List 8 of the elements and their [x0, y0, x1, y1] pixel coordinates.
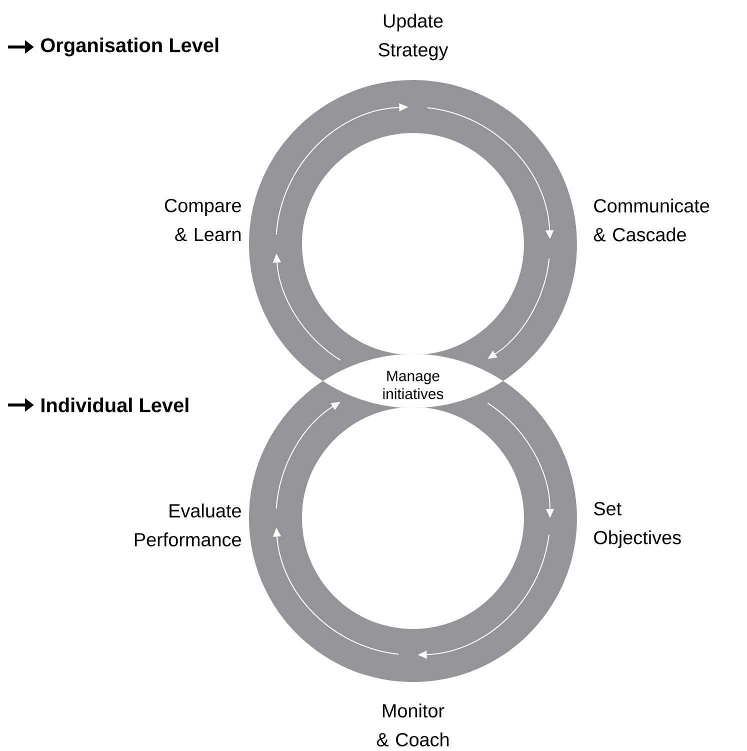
step-label: Compare & Learn — [164, 198, 241, 242]
step-label: Set Objectives — [594, 502, 681, 548]
level-label: Individual Level — [42, 398, 188, 412]
step-label: Update Strategy — [378, 14, 448, 60]
step-label: Evaluate Performance — [135, 504, 241, 546]
level-label: Organisation Level — [41, 38, 218, 56]
step-label: Communicate & Cascade — [594, 198, 710, 242]
step-label: Monitor & Coach — [376, 704, 449, 746]
